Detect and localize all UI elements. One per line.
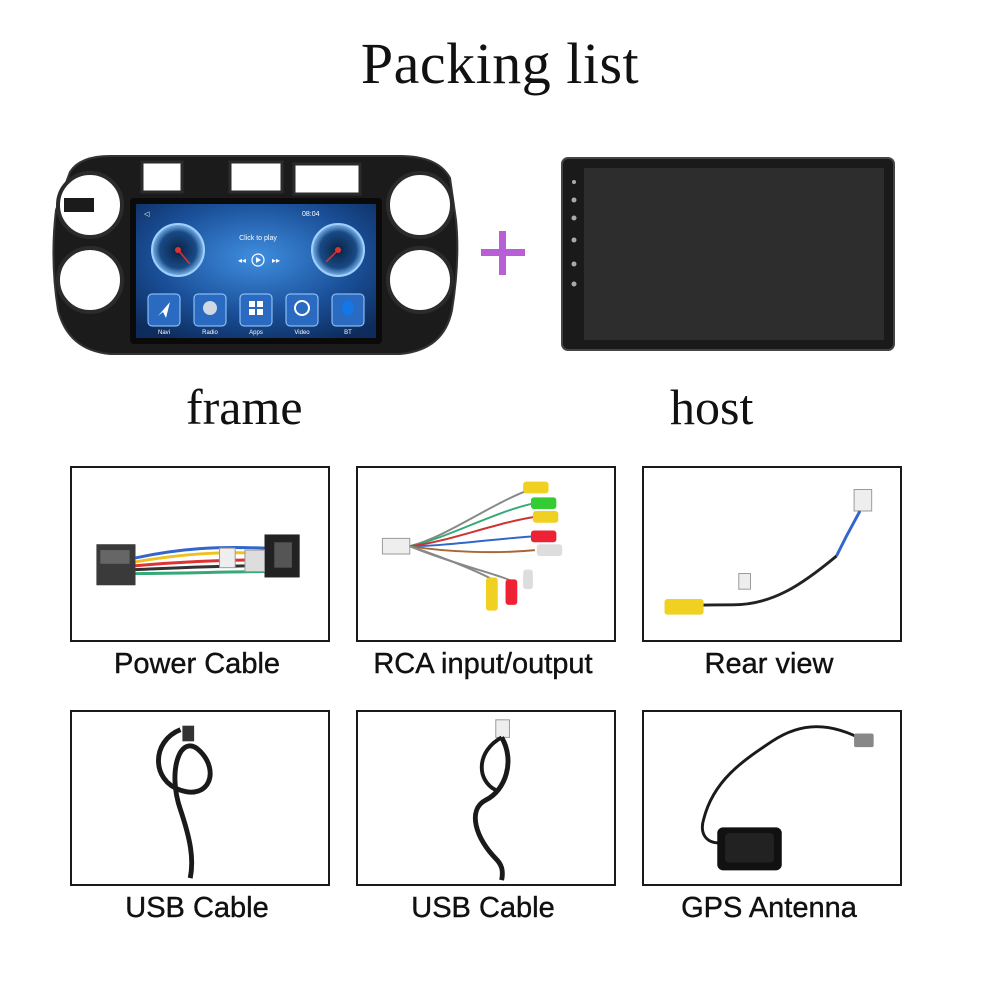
- host-label: host: [670, 379, 754, 435]
- rca-cable-image: [356, 466, 616, 642]
- app-label: Video: [294, 330, 310, 336]
- svg-text:◂◂: ◂◂: [238, 256, 246, 265]
- app-label: BT: [344, 330, 352, 336]
- accessory-label: USB Cable: [125, 892, 269, 924]
- rear-view-cable-image: [642, 466, 902, 642]
- svg-text:▸▸: ▸▸: [272, 256, 280, 265]
- app-label: Apps: [249, 330, 263, 336]
- app-label: Radio: [202, 330, 218, 336]
- clock-text: 08:04: [302, 211, 320, 218]
- accessory-label: Power Cable: [113, 648, 281, 680]
- usb-cable-image: [356, 710, 616, 886]
- page-title: Packing list: [360, 31, 640, 96]
- click-to-play-text: Click to play: [239, 235, 277, 242]
- host-image: [560, 156, 896, 352]
- app-label: Navi: [158, 330, 170, 336]
- svg-text:◁: ◁: [144, 211, 150, 218]
- accessory-label: USB Cable: [411, 892, 555, 924]
- plus-icon: [478, 228, 528, 278]
- gps-antenna-image: [642, 710, 902, 886]
- accessory-label: GPS Antenna: [681, 892, 857, 924]
- usb-cable-image: [70, 710, 330, 886]
- frame-image: ◁ 08:04 Click to play ◂◂ ▸▸ Navi R: [50, 150, 460, 360]
- accessory-label: Rear view: [704, 648, 834, 680]
- accessory-label: RCA input/output: [373, 648, 593, 680]
- power-cable-image: [70, 466, 330, 642]
- frame-label: frame: [186, 379, 303, 435]
